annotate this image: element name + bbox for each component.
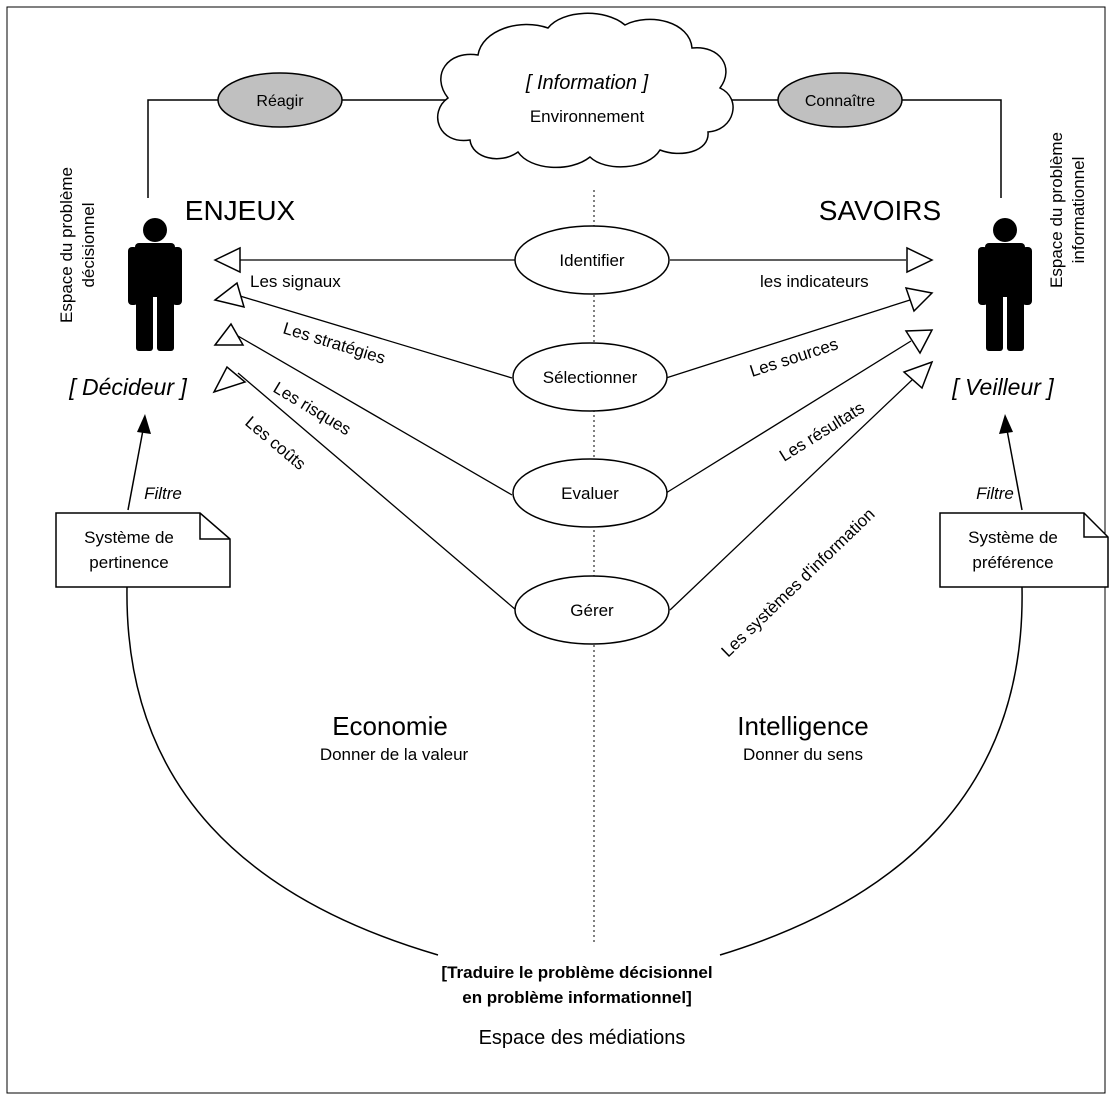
arrowhead-systemes [902,360,934,390]
label-couts: Les coûts [241,413,309,474]
decideur-label: [ Décideur ] [68,374,187,400]
edge-systemes [669,379,913,611]
veilleur-person-icon [978,218,1032,351]
label-strategies: Les stratégies [281,319,388,368]
left-space-line2: décisionnel [79,202,98,287]
arrowhead-resultats [904,329,934,355]
oval-reagir-label: Réagir [256,93,304,110]
label-resultats: Les résultats [776,398,868,465]
translate-line1: [Traduire le problème décisionnel [441,963,712,982]
oval-selectionner [512,342,668,412]
veilleur-label: [ Veilleur ] [951,374,1054,400]
left-arrowheads [212,246,247,394]
left-edges [237,259,517,611]
note-pertinence-line1: Système de [84,528,174,547]
arrowhead-signaux [213,246,241,274]
arrowhead-risques [213,322,245,346]
note-pertinence-line2: pertinence [89,553,168,572]
label-systemes: Les systèmes d'information [718,504,879,660]
translate-line2: en problème informationnel] [462,988,692,1007]
right-space-line2: informationnel [1069,157,1088,264]
domain-economie-title: Economie [332,711,448,741]
filter-arrow-left-line [127,429,144,511]
arrowhead-sources [904,287,934,313]
footer-mediations: Espace des médiations [479,1027,686,1049]
label-indicateurs: les indicateurs [760,272,869,291]
label-risques: Les risques [270,378,354,439]
right-arrowheads [902,246,934,390]
right-edges [665,259,913,611]
connector-left-top [147,99,218,198]
edge-sources [665,299,911,379]
arrowhead-indicateurs [906,246,934,274]
oval-evaluer [512,458,668,528]
information-cloud [437,12,734,169]
note-preference-line1: Système de [968,528,1058,547]
oval-reagir [217,72,343,128]
cloud-title: [ Information ] [525,72,649,94]
oval-gerer [514,575,670,645]
arc-right [719,586,1023,956]
edge-strategies [239,295,513,379]
oval-evaluer-label: Evaluer [561,484,619,503]
oval-selectionner-label: Sélectionner [543,368,638,387]
filter-arrow-right-line [1006,429,1023,511]
note-preference [939,512,1109,588]
note-pertinence [55,512,231,588]
domain-intelligence-title: Intelligence [737,711,869,741]
heading-savoirs: SAVOIRS [819,195,941,226]
oval-connaitre [777,72,903,128]
right-space-line1: Espace du problème [1047,132,1066,288]
decideur-person-icon [128,218,182,351]
edge-resultats [665,340,912,494]
heading-enjeux: ENJEUX [185,195,296,226]
oval-identifier-label: Identifier [559,251,625,270]
arc-left [126,586,439,956]
left-space-line1: Espace du problème [57,167,76,323]
connector-right-top [902,99,1002,198]
edge-risques [237,335,513,496]
filter-arrowhead-left [137,414,151,434]
cloud-subtitle: Environnement [530,107,645,126]
domain-economie-subtitle: Donner de la valeur [320,745,469,764]
arrowhead-strategies [213,281,246,309]
note-preference-line2: préférence [972,553,1053,572]
label-signaux: Les signaux [250,272,341,291]
label-sources: Les sources [747,334,840,380]
domain-intelligence-subtitle: Donner du sens [743,745,863,764]
oval-identifier [514,225,670,295]
filter-arrowhead-right [999,414,1013,434]
filter-right-label: Filtre [976,484,1014,503]
arrowhead-couts [212,365,247,394]
edge-couts [237,372,517,611]
oval-connaitre-label: Connaître [805,93,875,110]
oval-gerer-label: Gérer [570,601,614,620]
filter-left-label: Filtre [144,484,182,503]
